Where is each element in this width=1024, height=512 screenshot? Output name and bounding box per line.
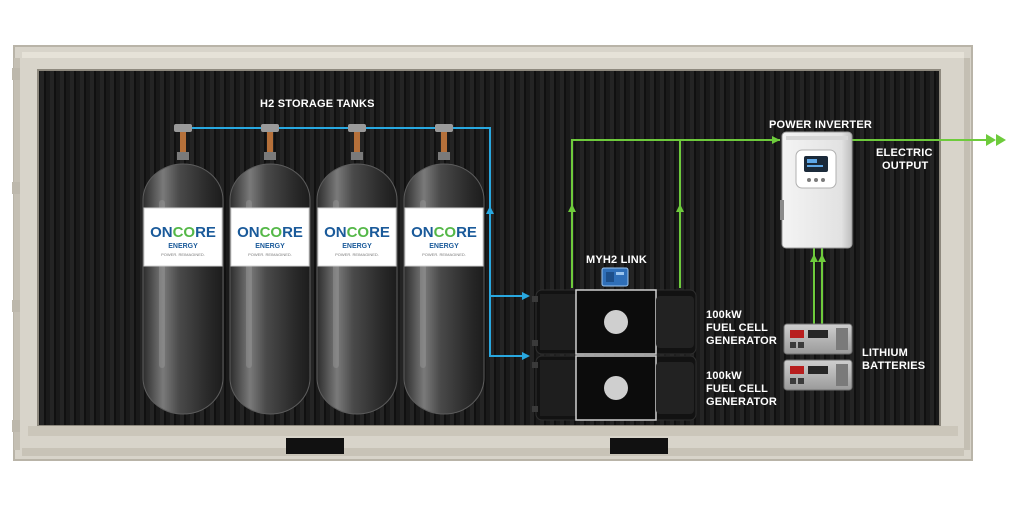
fuel-cell-generator-2 bbox=[532, 355, 697, 421]
tank-brand-sub: ENERGY bbox=[429, 243, 459, 250]
tank-brand-logo: ONCORE bbox=[324, 224, 390, 241]
tank-valve-icon bbox=[174, 124, 192, 132]
tank-brand-sub: ENERGY bbox=[168, 243, 198, 250]
tank-brand-tagline: POWER. REIMAGINED. bbox=[335, 252, 379, 257]
electric-output-label-line2: OUTPUT bbox=[882, 160, 929, 172]
forklift-pocket bbox=[610, 438, 668, 454]
forklift-pocket bbox=[286, 438, 344, 454]
power-inverter bbox=[780, 131, 853, 249]
h2-tank: ONCORE ENERGY POWER. REIMAGINED. bbox=[142, 124, 224, 415]
myh2-link-device bbox=[601, 267, 629, 287]
fuel-cell-1-label-line1: 100kW bbox=[706, 309, 742, 321]
fuel-cell-generator-1 bbox=[532, 289, 697, 355]
tank-brand-sub: ENERGY bbox=[342, 243, 372, 250]
tank-brand-logo: ONCORE bbox=[150, 224, 216, 241]
lithium-battery-1 bbox=[783, 323, 853, 355]
electric-output-label-line1: ELECTRIC bbox=[876, 147, 933, 159]
fuel-cell-1-label-line2: FUEL CELL bbox=[706, 322, 769, 334]
lithium-batteries-label-line2: BATTERIES bbox=[862, 360, 926, 372]
lithium-battery-2 bbox=[783, 359, 853, 391]
fuel-cell-2-label-line1: 100kW bbox=[706, 370, 742, 382]
inverter-display bbox=[804, 156, 828, 172]
tank-brand-logo: ONCORE bbox=[237, 224, 303, 241]
tank-valve-icon bbox=[348, 124, 366, 132]
power-lines bbox=[568, 134, 1006, 324]
tank-brand-sub: ENERGY bbox=[255, 243, 285, 250]
h2-tank: ONCORE ENERGY POWER. REIMAGINED. bbox=[316, 124, 398, 415]
tank-brand-tagline: POWER. REIMAGINED. bbox=[248, 252, 292, 257]
lithium-batteries-label-line1: LITHIUM bbox=[862, 347, 909, 359]
power-inverter-label: POWER INVERTER bbox=[769, 119, 873, 131]
h2-tank: ONCORE ENERGY POWER. REIMAGINED. bbox=[403, 124, 485, 415]
fuel-cell-1-label-line3: GENERATOR bbox=[706, 335, 778, 347]
myh2-link-label: MYH2 LINK bbox=[586, 254, 648, 266]
h2-storage-tanks: ONCORE ENERGY POWER. REIMAGINED. ONCORE ENER… bbox=[142, 124, 485, 415]
tank-brand-tagline: POWER. REIMAGINED. bbox=[161, 252, 205, 257]
h2-tank: ONCORE ENERGY POWER. REIMAGINED. bbox=[229, 124, 311, 415]
fuel-cell-2-label-line2: FUEL CELL bbox=[706, 383, 769, 395]
h2-storage-tanks-label: H2 STORAGE TANKS bbox=[260, 98, 375, 110]
tank-valve-icon bbox=[261, 124, 279, 132]
fuel-cell-2-label-line3: GENERATOR bbox=[706, 396, 778, 408]
h2-pipeline bbox=[182, 127, 530, 360]
tank-valve-icon bbox=[435, 124, 453, 132]
tank-brand-tagline: POWER. REIMAGINED. bbox=[422, 252, 466, 257]
tank-brand-logo: ONCORE bbox=[411, 224, 477, 241]
